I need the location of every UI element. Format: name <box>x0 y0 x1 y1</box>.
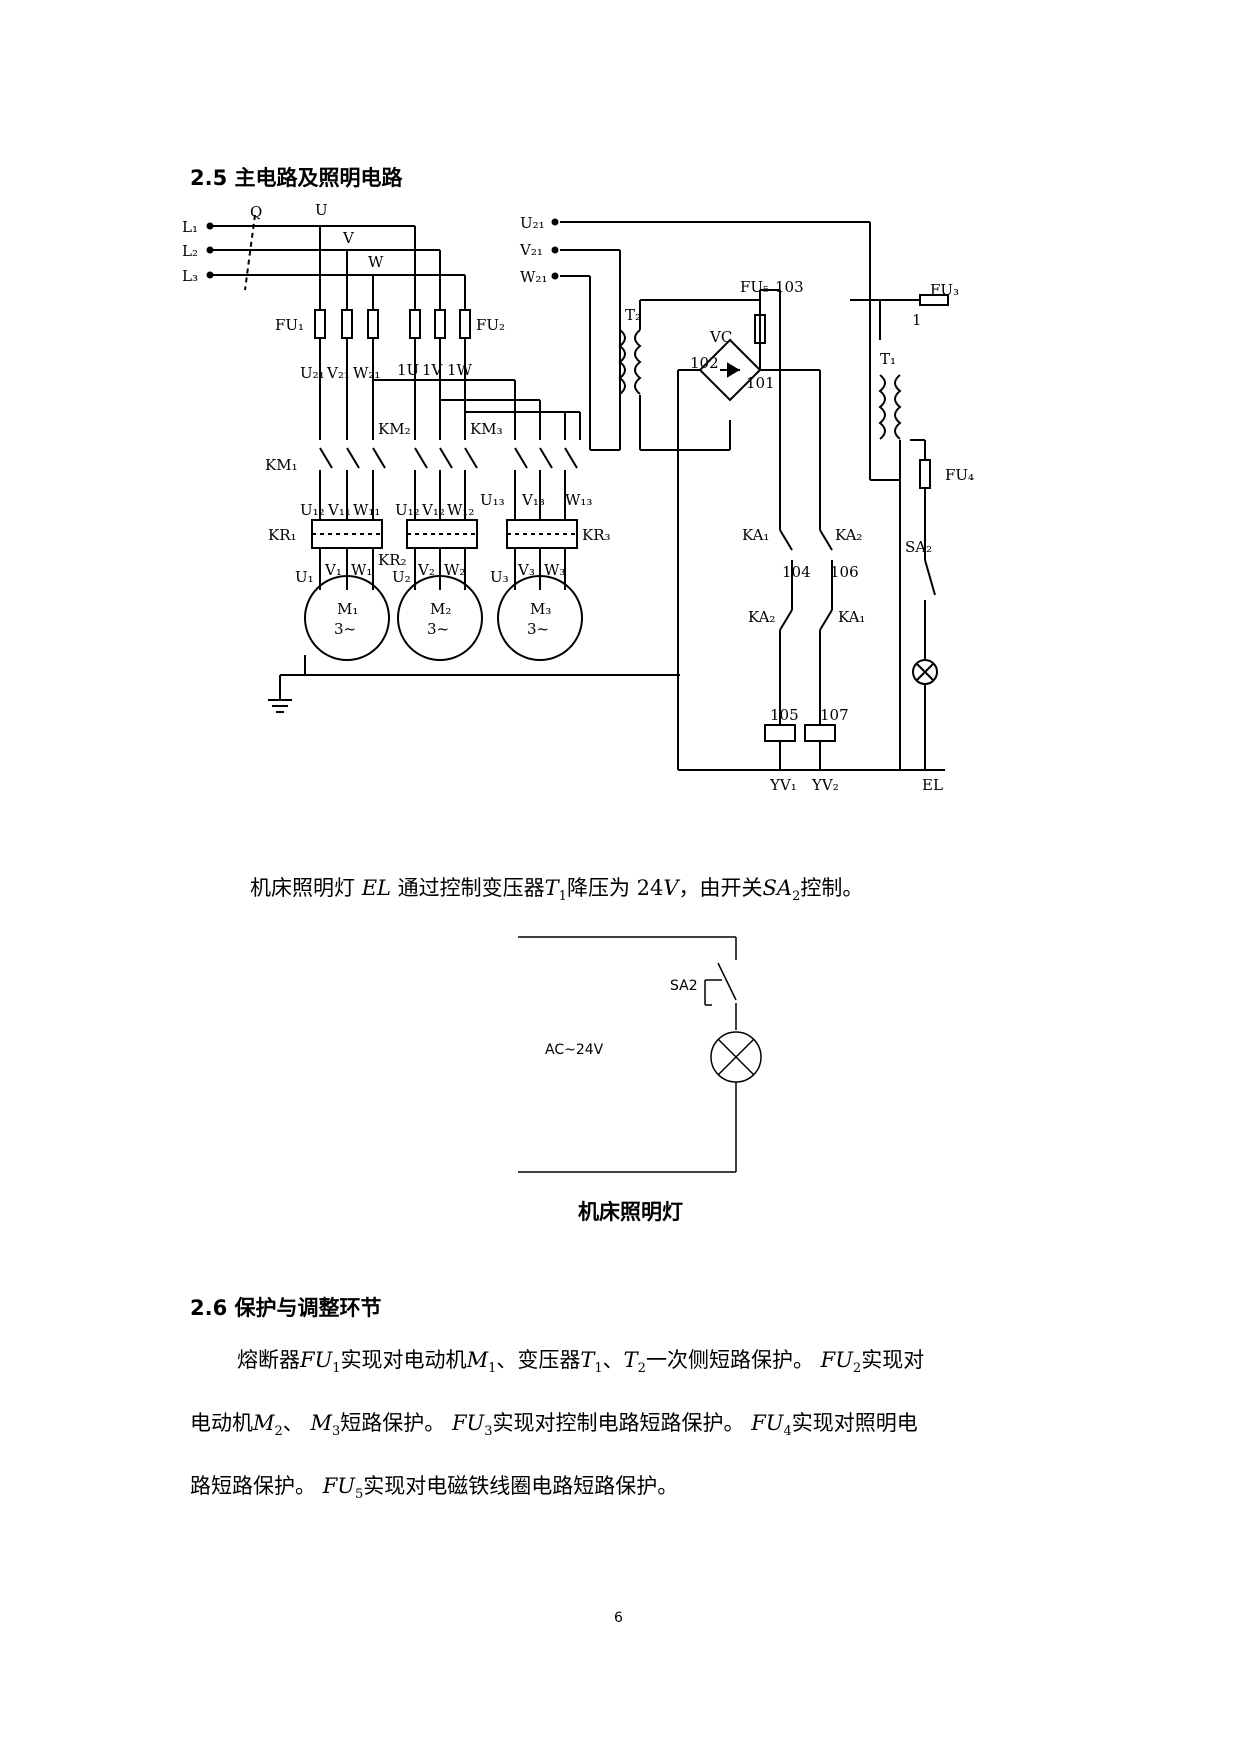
label-l3: L₃ <box>182 267 198 285</box>
label-ka2b: KA₂ <box>748 608 775 626</box>
label-105: 105 <box>770 706 799 724</box>
label-el: EL <box>922 776 943 794</box>
label-w: W <box>368 253 384 271</box>
label-fu2: FU₂ <box>476 316 505 334</box>
label-u13: U₁₃ <box>480 491 505 509</box>
label-kr3: KR₃ <box>582 526 611 544</box>
label-w3: W₃ <box>544 561 565 579</box>
lamp-caption: 机床照明灯 <box>578 1200 683 1224</box>
label-w21: W₂₁ <box>520 268 547 286</box>
label-ka1b: KA₁ <box>838 608 865 626</box>
paragraph-lighting: 机床照明灯 EL 通过控制变压器T1降压为 24V，由开关SA2控制。 <box>250 876 864 904</box>
label-fu4: FU₄ <box>945 466 974 484</box>
label-kr2: KR₂ <box>378 551 407 569</box>
label-m1: M₁ <box>337 600 358 618</box>
label-3phase-3: 3~ <box>527 620 549 638</box>
label-w13: W₁₃ <box>565 491 592 509</box>
page-number: 6 <box>614 1610 623 1626</box>
label-103: 103 <box>775 278 804 296</box>
label-m3: M₃ <box>530 600 551 618</box>
label-v3: V₃ <box>517 561 535 579</box>
paragraph-protection-line2: 电动机M2、 M3短路保护。 FU3实现对控制电路短路保护。 FU4实现对照明电 <box>190 1411 918 1439</box>
label-101: 101 <box>746 374 775 392</box>
label-3phase-2: 3~ <box>427 620 449 638</box>
label-104: 104 <box>782 563 811 581</box>
label-l1: L₁ <box>182 218 198 236</box>
circuit-labels: L₁ L₂ L₃ Q U V W U₂₁ V₂₁ W₂₁ FU₁ FU₂ FU₅… <box>182 201 974 794</box>
label-u1: U₁ <box>295 568 314 586</box>
label-v21-wire: V₂₁ <box>326 364 350 382</box>
label-u12b: U₁₂ <box>395 501 420 519</box>
label-1w: 1W <box>447 361 473 379</box>
section-2-5-heading: 2.5 主电路及照明电路 <box>190 166 403 190</box>
label-v: V <box>342 229 355 247</box>
label-u3: U₃ <box>490 568 509 586</box>
thermal-relays <box>311 519 578 590</box>
label-1: 1 <box>912 311 922 329</box>
label-km1: KM₁ <box>265 456 298 474</box>
main-circuit-diagram: L₁ L₂ L₃ Q U V W U₂₁ V₂₁ W₂₁ FU₁ FU₂ FU₅… <box>182 201 974 794</box>
label-l2: L₂ <box>182 242 198 260</box>
fuse-outputs <box>319 338 581 440</box>
label-yv1: YV₁ <box>769 776 797 794</box>
label-m2: M₂ <box>430 600 451 618</box>
input-lines <box>206 214 465 291</box>
label-u: U <box>315 201 328 219</box>
label-w21-wire: W₂₁ <box>353 364 380 382</box>
feeders <box>319 226 466 310</box>
lamp-diagram: SA2 AC~24V <box>518 936 762 1173</box>
label-fu3: FU₃ <box>930 281 959 299</box>
label-3phase-1: 3~ <box>334 620 356 638</box>
label-w12: W₁₂ <box>447 501 474 519</box>
paragraph-protection-line3: 路短路保护。 FU5实现对电磁铁线圈电路短路保护。 <box>190 1474 679 1502</box>
label-1u: 1U <box>397 361 419 379</box>
label-fu1: FU₁ <box>275 316 304 334</box>
control-circuit <box>551 218 949 771</box>
label-w11: W₁₁ <box>353 501 380 519</box>
paragraph-protection-line1: 熔断器FU1实现对电动机M1、变压器T1、T2一次侧短路保护。 FU2实现对 <box>237 1348 925 1376</box>
label-km2: KM₂ <box>378 420 411 438</box>
lamp-sa2-label: SA2 <box>670 978 698 994</box>
label-w2: W₂ <box>444 561 465 579</box>
label-v21: V₂₁ <box>519 241 543 259</box>
label-w1: W₁ <box>351 561 372 579</box>
label-ka2: KA₂ <box>835 526 862 544</box>
label-km3: KM₃ <box>470 420 503 438</box>
label-v12: V₁₂ <box>421 501 445 519</box>
label-u21-wire: U₂₁ <box>300 364 325 382</box>
label-1v: 1V <box>422 361 444 379</box>
label-v11: V₁₁ <box>327 501 351 519</box>
label-u12: U₁₂ <box>300 501 325 519</box>
section-2-6-heading: 2.6 保护与调整环节 <box>190 1296 382 1320</box>
label-vc: VC <box>709 328 732 346</box>
fuses-fu1-fu2 <box>314 309 471 339</box>
label-q: Q <box>250 203 262 221</box>
label-106: 106 <box>830 563 859 581</box>
lamp-ac-label: AC~24V <box>545 1042 604 1058</box>
label-t2: T₂ <box>625 306 641 324</box>
motors <box>268 575 680 713</box>
label-sa2: SA₂ <box>905 538 932 556</box>
label-107: 107 <box>820 706 849 724</box>
label-u21: U₂₁ <box>520 214 545 232</box>
label-v13: V₁₃ <box>521 491 545 509</box>
label-kr1: KR₁ <box>268 526 297 544</box>
contactors <box>319 447 578 520</box>
label-t1: T₁ <box>880 350 896 368</box>
label-yv2: YV₂ <box>811 776 839 794</box>
label-v1: V₁ <box>324 561 342 579</box>
label-ka1: KA₁ <box>742 526 769 544</box>
label-u2: U₂ <box>392 568 411 586</box>
label-v2: V₂ <box>417 561 435 579</box>
label-102: 102 <box>690 354 719 372</box>
label-fu5: FU₅ <box>740 278 769 296</box>
